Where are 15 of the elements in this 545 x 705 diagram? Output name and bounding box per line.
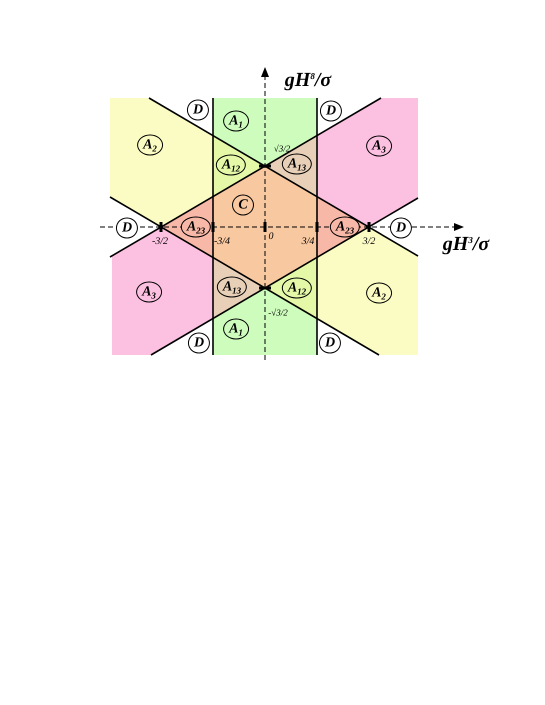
tick-label: 3/2 <box>362 237 376 247</box>
region-label: D <box>186 100 210 120</box>
tick-label: 3/4 <box>302 237 314 247</box>
tick-label: -√3/2 <box>268 308 288 318</box>
tick-label: -3/2 <box>152 237 168 247</box>
region-label: D <box>320 100 342 122</box>
region-label: D <box>390 218 412 238</box>
axis-label: gH$^{8}$/σ <box>284 70 332 90</box>
tick-label: -3/4 <box>214 237 230 247</box>
tick-label: 0 <box>268 232 274 242</box>
region-label: D <box>188 332 210 354</box>
region-label: D <box>116 218 138 238</box>
axis-label: gH$^{3}$/σ <box>442 234 490 254</box>
tick-label: √3/2 <box>274 144 290 154</box>
region-label: D <box>318 332 342 354</box>
